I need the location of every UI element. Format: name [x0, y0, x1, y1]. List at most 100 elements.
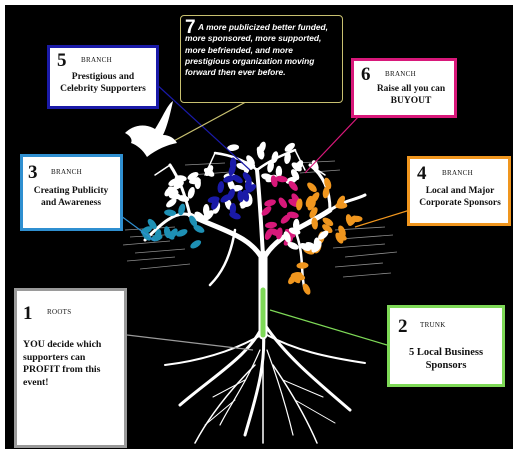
leaf — [310, 192, 320, 203]
branch6-number: 6 — [361, 64, 371, 85]
leaf — [350, 215, 363, 223]
dove-icon — [125, 101, 177, 157]
roots-box: 1 ROOTS YOU decide which supporters can … — [14, 288, 127, 448]
leaf — [296, 198, 303, 211]
connector-branch6 — [304, 114, 361, 174]
leaf — [287, 241, 299, 250]
goal-seven-number: 7 — [185, 17, 196, 38]
trunk-text: 5 Local Business Sponsors — [408, 347, 484, 371]
leaf — [163, 226, 171, 239]
leaf — [237, 190, 244, 203]
leaf — [193, 224, 205, 233]
leaf — [290, 272, 303, 279]
leaf — [232, 174, 243, 184]
leaf — [188, 177, 201, 185]
leaf — [284, 228, 296, 238]
goal-seven-text: A more publicized better funded, more sp… — [185, 22, 328, 78]
trunk-number: 2 — [398, 316, 408, 337]
branch6-box: 6 BRANCH Raise all you can BUYOUT — [351, 58, 457, 118]
leaf — [278, 197, 288, 209]
leaf — [256, 146, 265, 158]
trunk-kind: TRUNK — [420, 321, 446, 329]
leaf — [227, 144, 240, 151]
branch5-kind: BRANCH — [81, 56, 112, 64]
leaf — [261, 173, 273, 181]
leaf — [302, 283, 311, 295]
leaf — [227, 188, 235, 201]
leaf — [335, 202, 348, 209]
leaf — [311, 217, 318, 230]
leaf — [245, 184, 257, 193]
roots-text: YOU decide which supporters can PROFIT f… — [23, 339, 102, 388]
leaf — [322, 186, 330, 199]
leaf — [307, 182, 317, 193]
leaf — [242, 172, 252, 183]
connector-branch4 — [354, 209, 411, 228]
connector-branch3 — [116, 212, 156, 242]
roots-number: 1 — [23, 303, 33, 324]
tree-leaves — [140, 141, 363, 295]
trunk-box: 2 TRUNK 5 Local Business Sponsors — [387, 305, 505, 387]
leaf — [203, 211, 214, 221]
branch4-number: 4 — [417, 163, 427, 184]
leaf — [227, 179, 236, 191]
leaf — [283, 231, 291, 243]
leaf — [204, 165, 214, 177]
branch5-number: 5 — [57, 50, 67, 71]
branch3-kind: BRANCH — [51, 168, 82, 176]
branch4-text: Local and Major Corporate Sponsors — [419, 186, 501, 208]
leaf — [217, 181, 225, 194]
leaf — [324, 177, 332, 190]
goal-seven-box: 7 A more publicized better funded, more … — [180, 15, 343, 103]
connector-lines — [116, 82, 411, 351]
leaf — [246, 155, 255, 166]
tree-roots — [164, 323, 366, 444]
leaf — [292, 218, 300, 231]
diagram-canvas: 5 BRANCH Prestigious and Celebrity Suppo… — [5, 5, 513, 449]
branch6-kind: BRANCH — [385, 70, 416, 78]
branch5-box: 5 BRANCH Prestigious and Celebrity Suppo… — [47, 45, 159, 109]
leaf — [166, 198, 177, 208]
leaf — [168, 228, 178, 239]
leaf — [173, 180, 184, 190]
leaf — [309, 207, 318, 219]
leaf — [264, 228, 273, 240]
leaf — [311, 242, 321, 253]
leaf — [261, 206, 272, 216]
leaf — [280, 214, 291, 224]
connector-trunk — [269, 309, 388, 346]
leaf — [318, 230, 329, 240]
leaf — [223, 175, 235, 183]
leaf — [167, 186, 179, 195]
branch4-box: 4 BRANCH Local and Major Corporate Spons… — [407, 156, 511, 226]
connector-roots — [126, 334, 254, 351]
connector-seven — [169, 96, 256, 144]
leaf — [290, 169, 300, 181]
branch3-number: 3 — [28, 162, 38, 183]
leaf — [187, 186, 195, 199]
leaf — [190, 240, 202, 249]
connector-branch5 — [154, 82, 251, 171]
leaf — [275, 175, 288, 183]
leaf — [178, 203, 186, 216]
leaf — [242, 189, 250, 202]
leaf — [194, 211, 205, 221]
leaf — [271, 151, 279, 163]
leaf — [311, 160, 319, 172]
branch5-text: Prestigious and Celebrity Supporters — [60, 72, 146, 94]
leaf — [322, 217, 334, 227]
roots-kind: ROOTS — [47, 308, 72, 316]
leaf — [288, 180, 298, 191]
leaf — [239, 200, 252, 208]
branch6-text: Raise all you can BUYOUT — [376, 84, 446, 106]
branch3-box: 3 BRANCH Creating Publicity and Awarenes… — [20, 154, 123, 231]
leaf — [275, 165, 283, 178]
leaf — [242, 160, 254, 170]
tree-illustration — [116, 82, 411, 444]
branch4-kind: BRANCH — [442, 169, 473, 177]
leaf — [322, 224, 333, 234]
leaf — [296, 262, 309, 269]
leaf — [164, 209, 177, 217]
leaf — [211, 198, 219, 210]
leaf — [147, 218, 157, 230]
